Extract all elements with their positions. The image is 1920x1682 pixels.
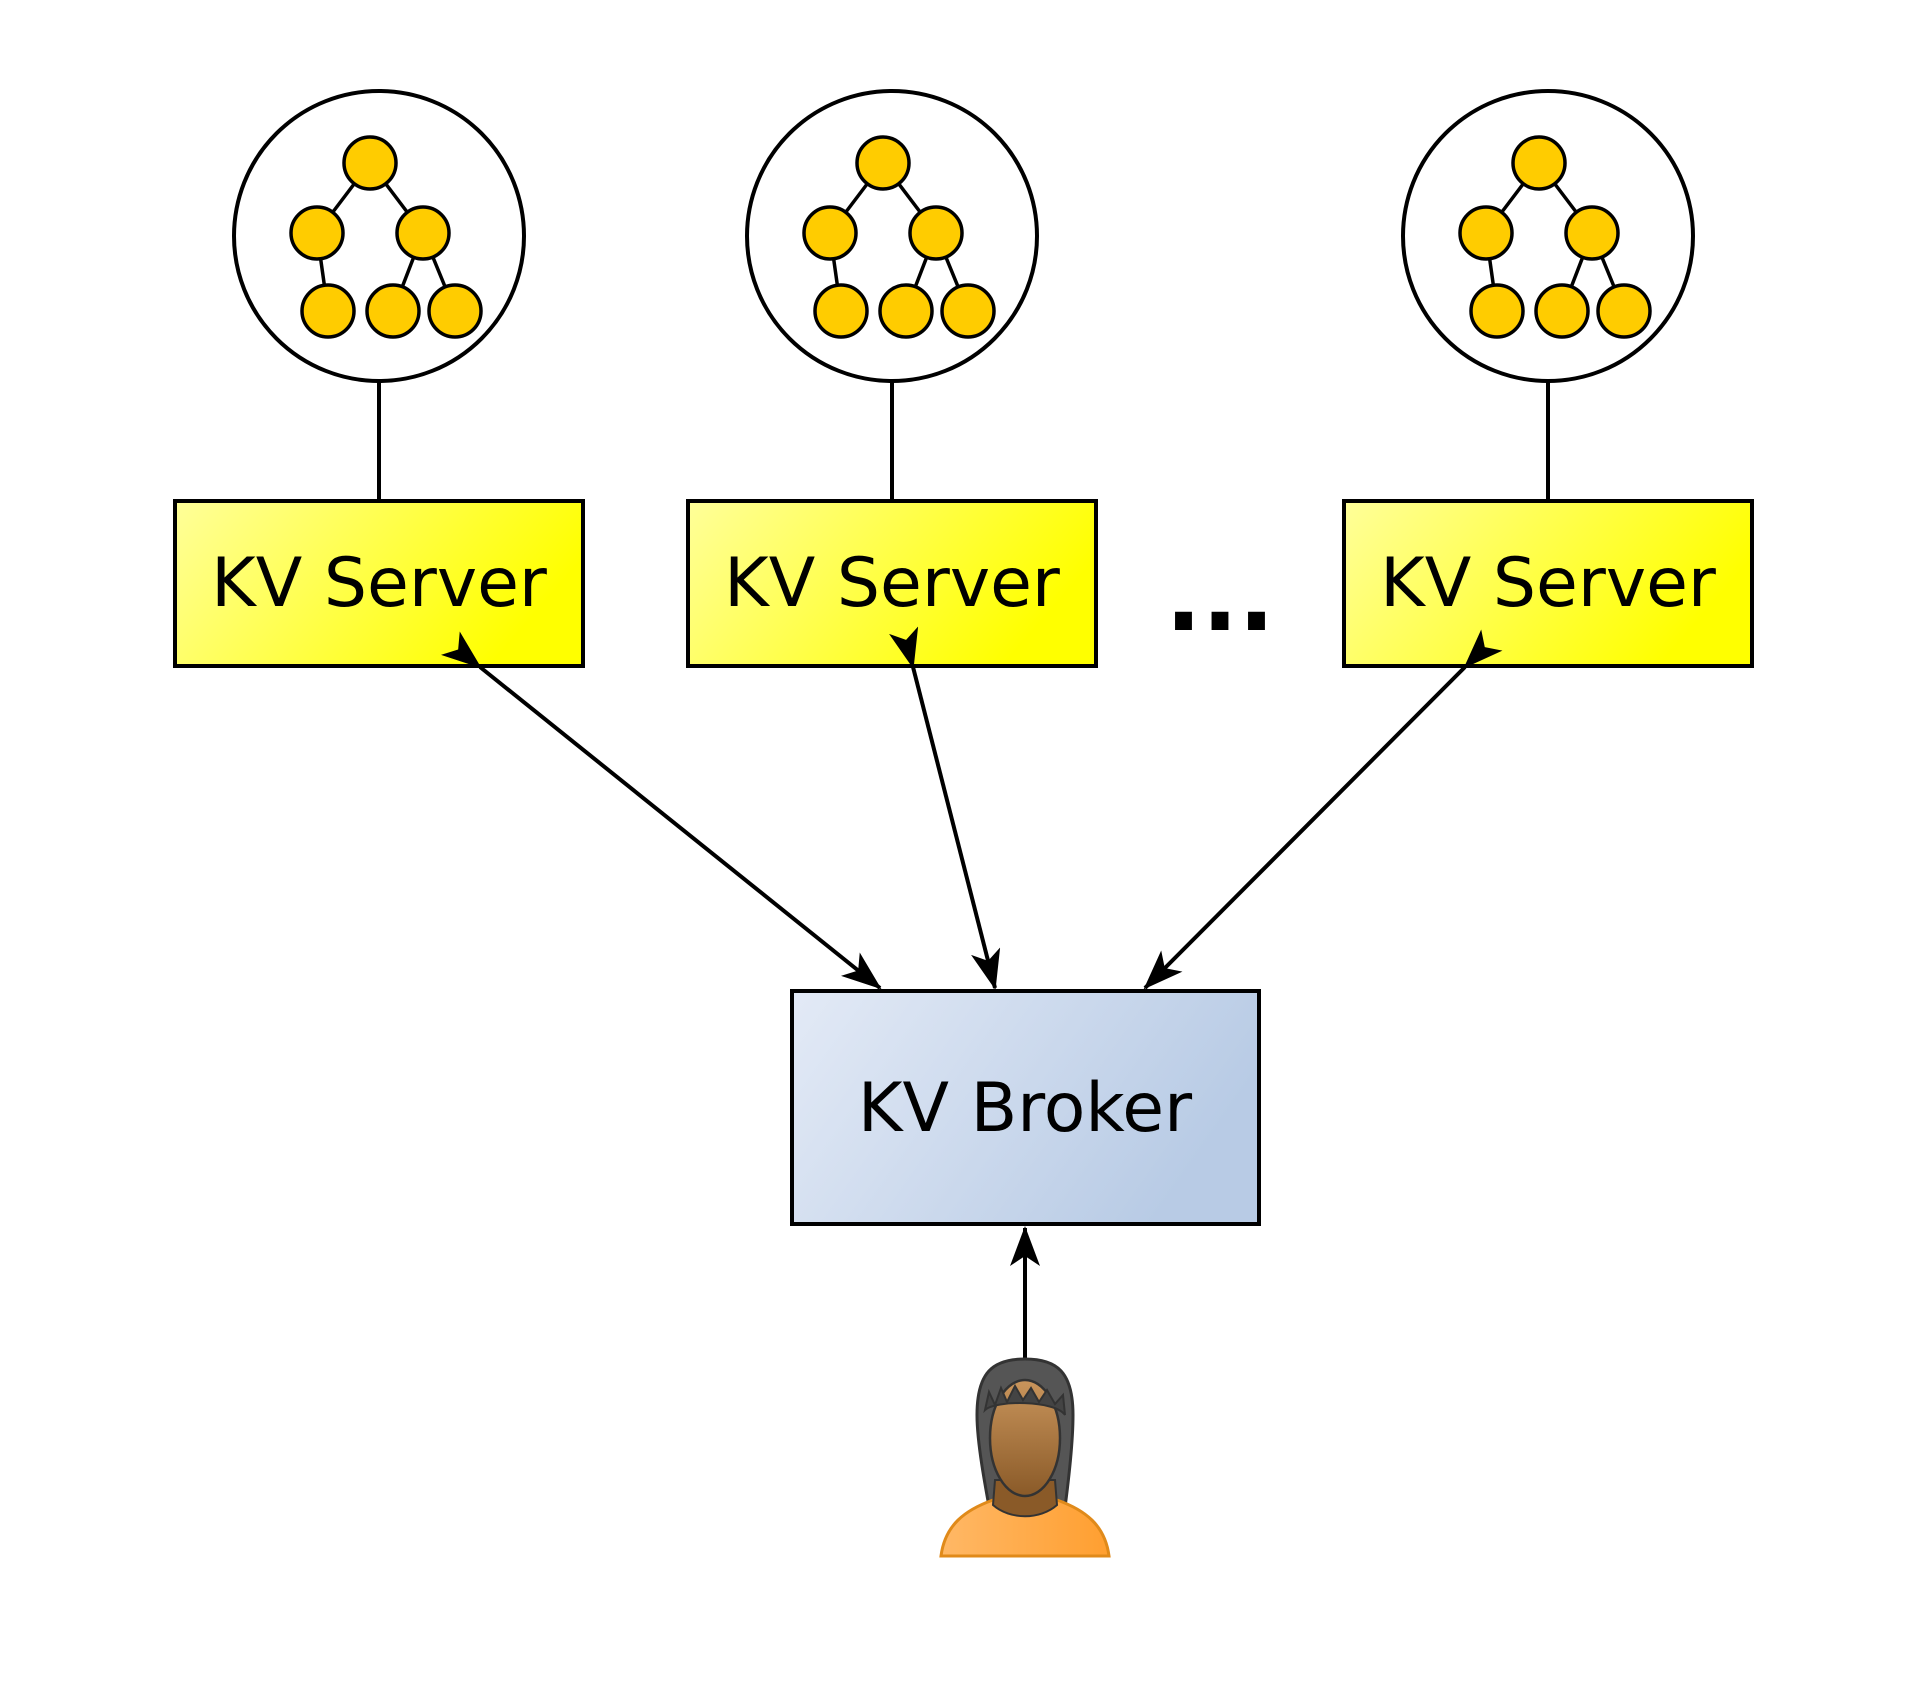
- arrow-server2-broker: [889, 626, 1001, 990]
- arrow-server1-broker: [440, 631, 882, 990]
- user-woman-icon: [939, 1357, 1111, 1558]
- tree-database-icon: [1401, 89, 1695, 383]
- database-group-2: [745, 89, 1039, 383]
- kv-server-node-3: KV Server: [1342, 499, 1754, 668]
- server-label: KV Server: [724, 544, 1060, 623]
- database-group-3: [1401, 89, 1695, 383]
- server-label: KV Server: [211, 544, 547, 623]
- kv-server-node-1: KV Server: [173, 499, 585, 668]
- tree-database-icon: [745, 89, 1039, 383]
- broker-label: KV Broker: [858, 1069, 1192, 1148]
- server-label: KV Server: [1380, 544, 1716, 623]
- kv-server-node-2: KV Server: [686, 499, 1098, 668]
- more-servers-ellipsis: ...: [1165, 541, 1274, 653]
- kv-broker-node: KV Broker: [790, 989, 1261, 1226]
- database-group-1: [232, 89, 526, 383]
- tree-database-icon: [232, 89, 526, 383]
- arrow-server3-broker: [1143, 629, 1503, 990]
